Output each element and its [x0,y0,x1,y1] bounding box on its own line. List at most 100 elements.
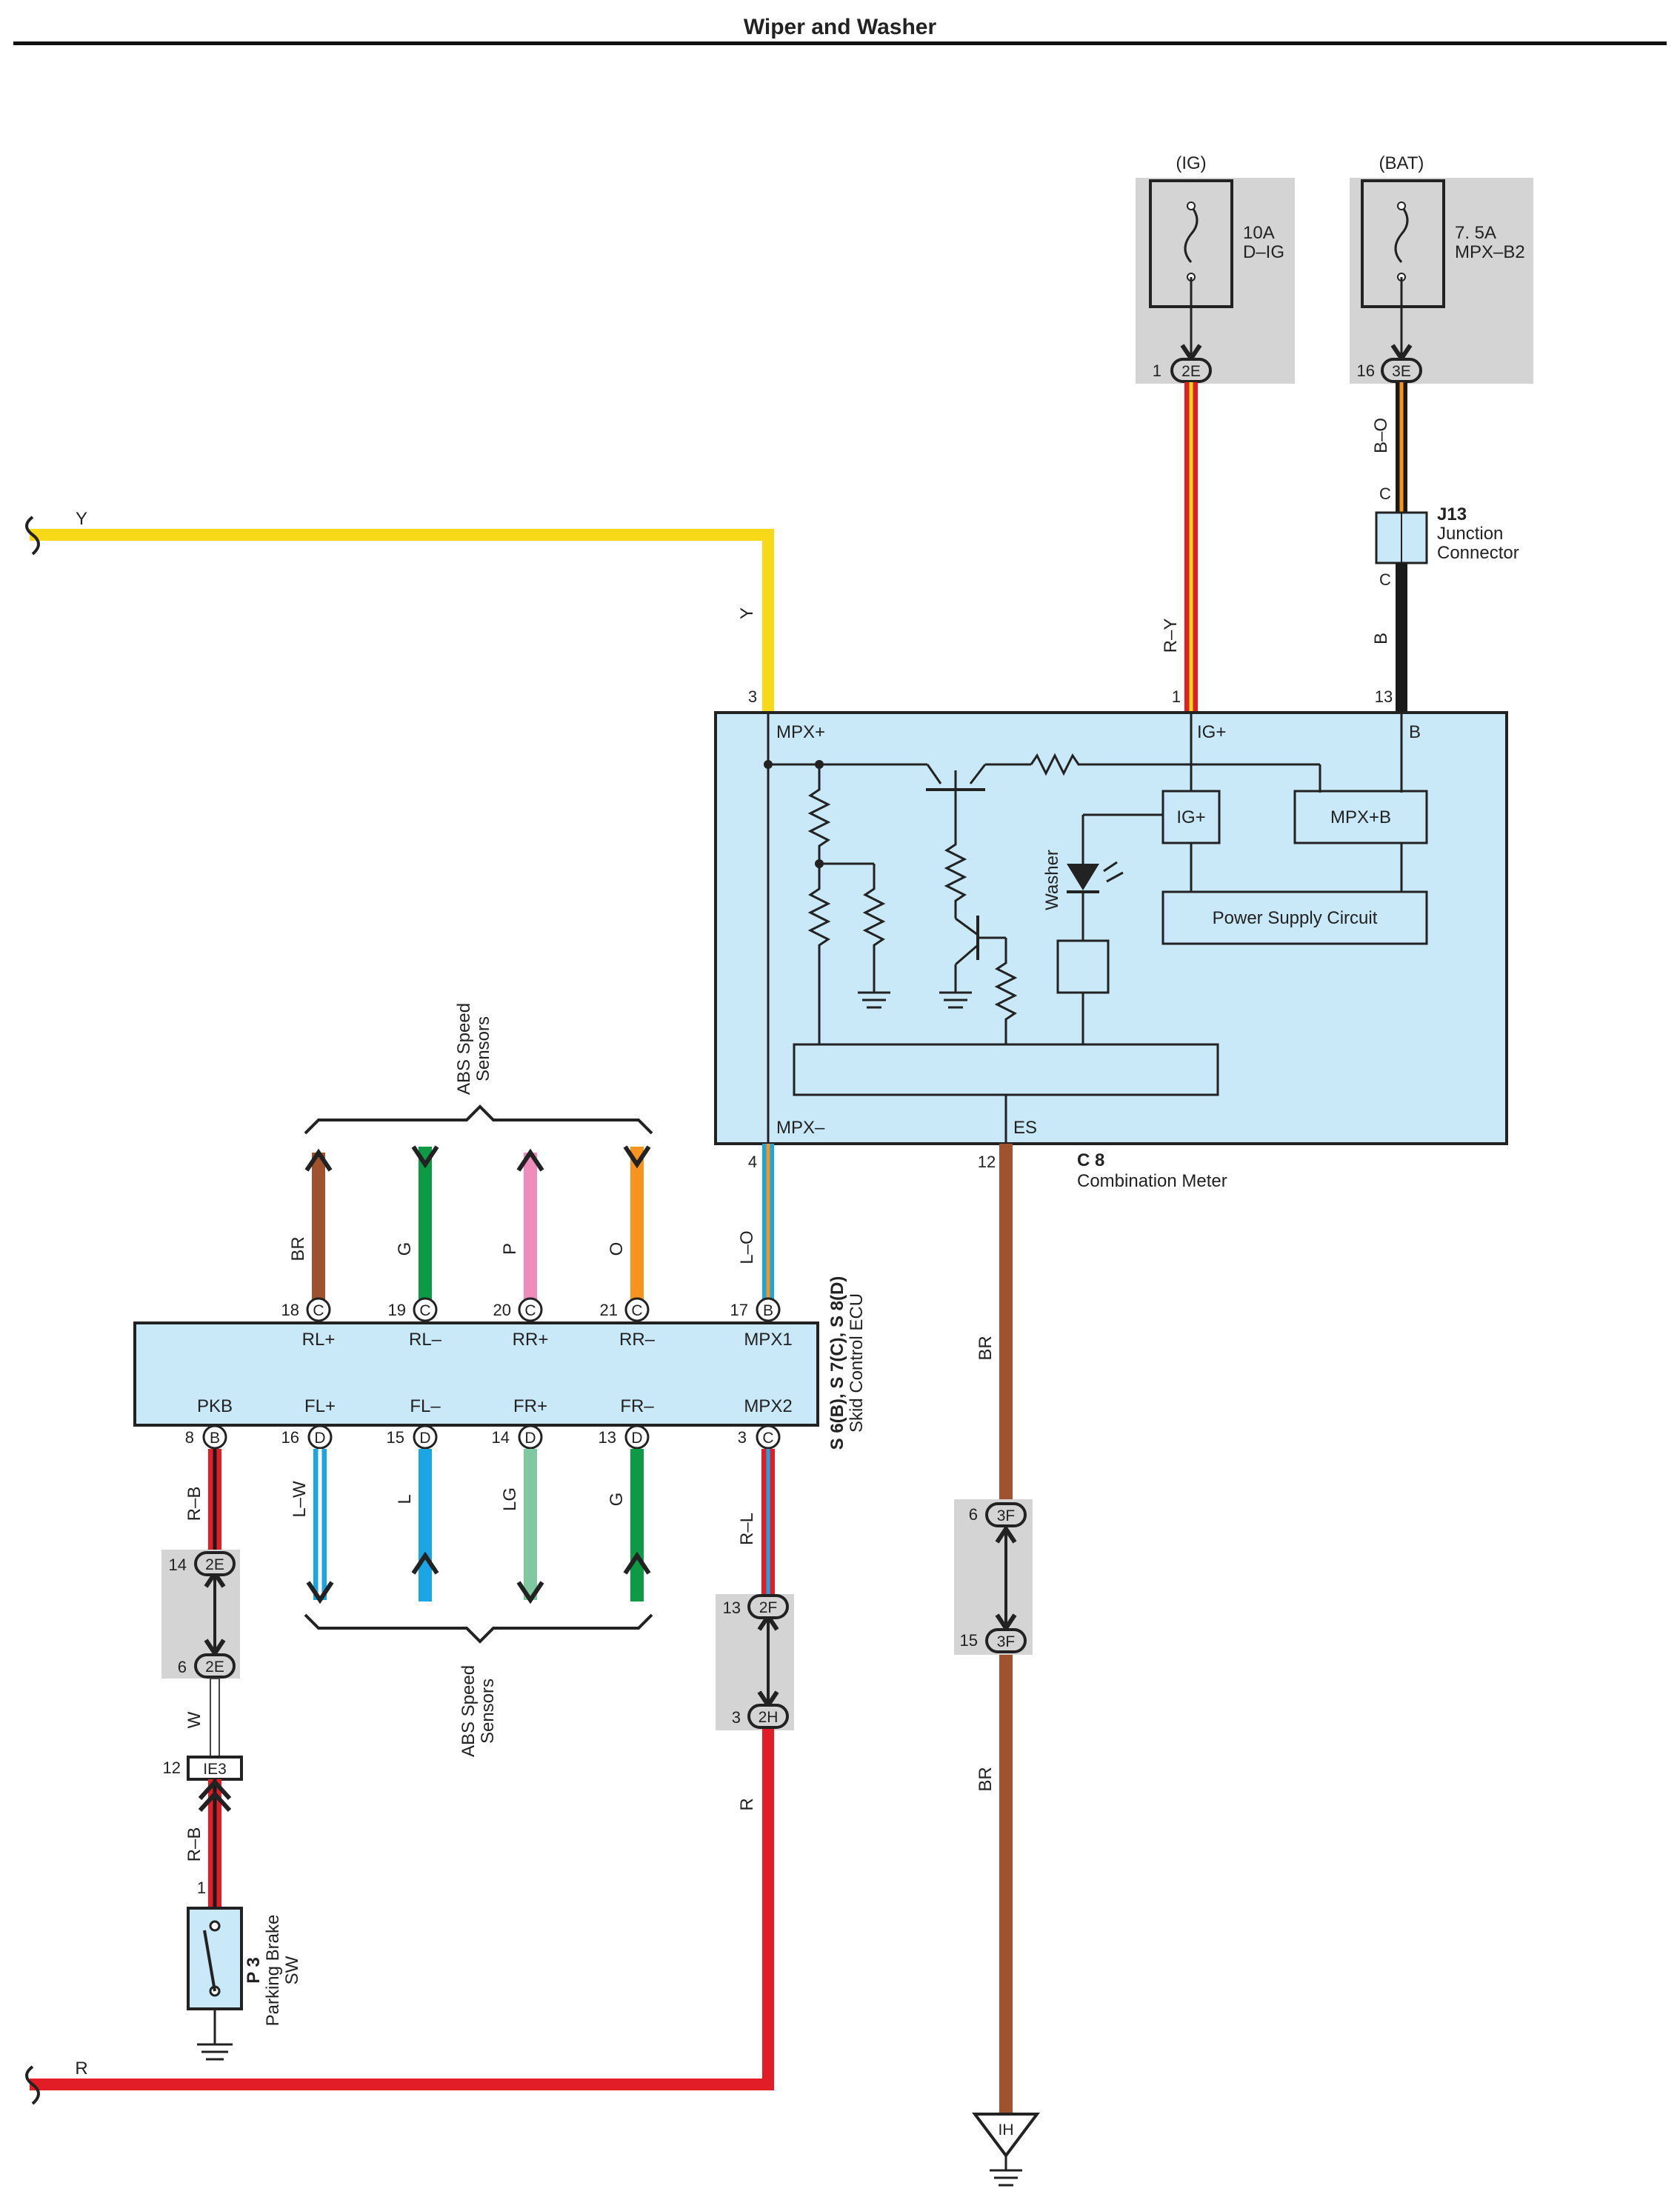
ecu-bot-terminal-8 [202,1424,227,1450]
meter-resistor-5 [944,790,967,919]
meter-term-b: B [1409,722,1421,742]
ecu-bot-terminal-13 [624,1424,650,1450]
meter-resistor-6 [994,938,1018,1044]
fuse-ig-source: (IG) [1176,153,1206,173]
ecu-top-pin-21: 21 [600,1301,618,1319]
connector-3F-a-pin: 6 [969,1505,978,1524]
junction-id: J13 [1437,504,1467,524]
fuse-bat-rating: 7. 5A [1455,223,1496,243]
meter-id: C 8 [1077,1150,1104,1170]
wire-r-label-vert: R [737,1798,757,1810]
fuse-bat-name: MPX–B2 [1455,242,1525,262]
fuse-bat-pin: 16 [1357,361,1375,380]
wire-abs-fl-minus-label: L [395,1494,415,1504]
meter-ground-2 [939,991,972,1009]
connector-2F-pin: 13 [723,1599,741,1617]
wire-b-o-label: B–O [1371,418,1391,453]
switch-contact-top [209,1920,221,1932]
wire-w-label: W [184,1711,204,1728]
ecu-term-rr-minus: RR– [619,1330,656,1350]
washer-led-ray-1 [1103,861,1118,873]
wire-b-o: B–O [1371,382,1407,513]
ecu-top-pin-18: 18 [281,1301,299,1319]
ecu-top-pin-17: 17 [730,1301,748,1319]
fuse-bat-symbol [1394,205,1409,263]
wire-l-o-label: L–O [737,1230,757,1264]
abs-bottom-line1: ABS Speed [459,1665,479,1757]
fuse-bat-dot-top [1397,201,1406,210]
wire-b: B 13 [1371,563,1407,713]
wire-r-y-label: R–Y [1161,619,1181,653]
ecu-name: Skid Control ECU [847,1293,867,1433]
wire-br-label-1: BR [976,1336,996,1360]
ground-ih-triangle [972,2113,1040,2159]
chevron-up-icon [198,1779,232,1813]
ecu-id: S 6(B), S 7(C), S 8(D) [827,1276,847,1450]
wire-w [210,1678,220,1761]
wire-br: 12 BR BR [976,1144,1013,2114]
arrow-up-rl-plus [304,1148,333,1172]
fuse-ig-symbol [1184,205,1199,263]
washer-led-icon [1067,864,1099,890]
connector-3F-a [985,1502,1027,1527]
meter-mpxb-box [1293,790,1428,844]
meter-resistor-2 [807,864,831,1044]
ecu-term-rl-plus: RL+ [302,1330,336,1350]
ecu-bot-pin-16: 16 [281,1428,299,1447]
fuse-ig: (IG) 10A D–IG 1 2E [1136,153,1295,384]
ecu-top-letter-21: C [631,1302,642,1319]
connector-ie3-pin: 12 [163,1759,181,1777]
parking-id: P 3 [244,1957,264,1984]
meter-pin-mpxminus: 4 [748,1153,757,1171]
wire-y-break [25,516,40,556]
connector-2E-ig [1170,358,1212,383]
connector-2H [747,1704,789,1729]
wire-r-b2-label: R–B [184,1827,204,1862]
washer-led-ray-2 [1106,871,1124,883]
connector-3E-bat-label: 3E [1392,363,1411,380]
meter-name: Combination Meter [1077,1171,1227,1191]
junction-pin-top: C [1379,484,1391,503]
ecu-bot-pin-13: 13 [599,1428,616,1447]
parking-name-2: SW [282,1956,302,1984]
power-supply-circuit-box [1161,890,1428,945]
connector-2E-b-label: 2E [205,1659,224,1676]
wire-y: Y Y 3 [25,509,774,711]
junction-connector: C C J13 Junction Connector [1375,484,1519,589]
ecu-top-terminal-21 [624,1297,650,1322]
wire-y-body [30,529,774,711]
ecu-top-terminal-20 [518,1297,543,1322]
meter-transistor-2-col [955,917,979,936]
ecu-top-terminal-18 [306,1297,331,1322]
meter-ground-1 [858,991,890,1009]
wire-abs-rr-minus-label: O [607,1242,627,1256]
skid-control-ecu: 18 C RL+ 19 C RL– 20 C RR+ 21 C RR– 17 B… [133,1297,819,1450]
fuse-ig-name: D–IG [1243,242,1284,262]
ground-ih: IH [972,2113,1040,2187]
ecu-top-letter-18: C [313,1302,324,1319]
ecu-bot-pin-3: 3 [738,1428,747,1447]
meter-transistor-1-col [969,764,987,784]
meter-panel [714,711,1508,1145]
ecu-term-fl-minus: FL– [410,1396,441,1416]
wire-abs-rl-plus-label: BR [288,1236,308,1261]
junction-name-1: Junction [1437,524,1503,544]
ecu-bot-letter-13: D [631,1430,642,1447]
arrow-up-fl-minus [411,1551,439,1575]
meter-resistor-3 [862,864,886,993]
wire-abs-rr-plus-label: P [500,1243,520,1255]
wire-abs-fr-plus-label: LG [500,1487,520,1511]
connector-2E-a-label: 2E [205,1556,224,1573]
abs-top-line1: ABS Speed [454,1003,474,1095]
ecu-panel [133,1321,819,1427]
pkb-circuit: R–B 14 2E 6 2E W 12 IE3 R–B 1 P 3 Parkin… [161,1449,302,2061]
abs-bottom-brace [304,1613,653,1644]
connector-2H-label: 2H [759,1709,779,1726]
ecu-top-terminal-19 [413,1297,438,1322]
connector-3F-b-label: 3F [997,1633,1016,1650]
arrow-down-fl-plus [306,1581,334,1604]
wire-r-break [25,2065,40,2105]
meter-resistor-1 [807,764,831,861]
ecu-term-pkb: PKB [197,1396,233,1416]
meter-resistor-4 [1030,753,1320,776]
